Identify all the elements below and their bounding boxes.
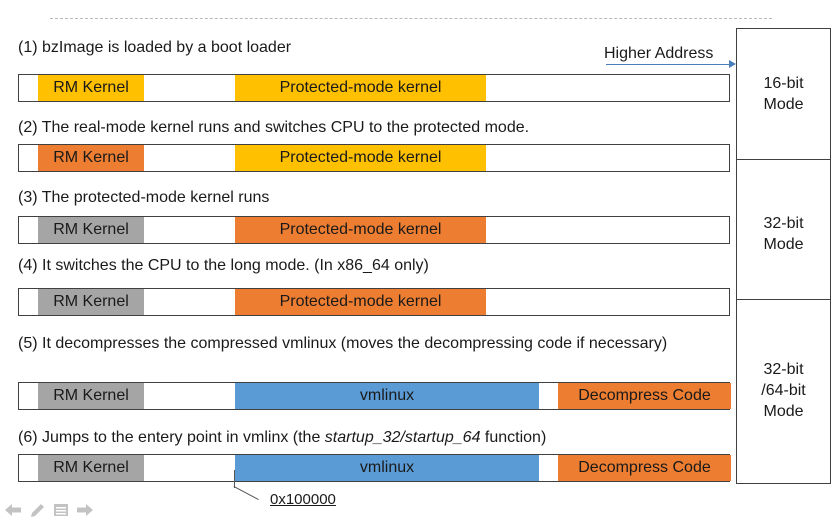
mode-divider [737, 299, 830, 300]
memory-bar-5: RM Kernel vmlinux Decompress Code [18, 382, 731, 410]
mode-32bit-label: 32-bit Mode [737, 213, 830, 255]
menu-icon[interactable] [52, 502, 70, 518]
memory-bar-6: RM Kernel vmlinux Decompress Code [18, 454, 731, 482]
rm-kernel-segment: RM Kernel [38, 289, 144, 315]
address-guide-line [234, 470, 235, 488]
memory-bar-3: RM Kernel Protected-mode kernel [18, 216, 730, 244]
step-5-text: (5) It decompresses the compressed vmlin… [18, 335, 668, 352]
mode-32-64bit-line1: 32-bit [763, 361, 804, 378]
mode-16bit-line2: Mode [763, 96, 804, 113]
rm-kernel-segment: RM Kernel [38, 217, 144, 243]
mode-16bit-line1: 16-bit [763, 75, 804, 92]
memory-bar-1: RM Kernel Protected-mode kernel [18, 74, 730, 102]
protected-mode-kernel-segment: Protected-mode kernel [235, 145, 486, 171]
slide-nav [4, 502, 94, 518]
arrow-right-icon[interactable] [76, 502, 94, 518]
rm-kernel-segment: RM Kernel [38, 75, 144, 101]
step-6-text-post: function) [480, 429, 547, 446]
pencil-icon[interactable] [28, 502, 46, 518]
cpu-mode-column: 16-bit Mode 32-bit Mode 32-bit /64-bit M… [736, 28, 831, 484]
rm-kernel-segment: RM Kernel [38, 383, 144, 409]
memory-bar-4: RM Kernel Protected-mode kernel [18, 288, 730, 316]
address-pointer-line [233, 486, 259, 501]
higher-address-arrow [606, 60, 736, 68]
mode-32-64bit-line2: /64-bit [761, 382, 806, 399]
rm-kernel-segment: RM Kernel [38, 145, 144, 171]
address-label: 0x100000 [270, 491, 336, 508]
decompress-code-segment: Decompress Code [558, 455, 731, 481]
mode-32-64bit-label: 32-bit /64-bit Mode [737, 359, 830, 422]
decompress-code-segment: Decompress Code [558, 383, 731, 409]
mode-32bit-line1: 32-bit [763, 215, 804, 232]
protected-mode-kernel-segment: Protected-mode kernel [235, 217, 486, 243]
step-6-text-pre: (6) Jumps to the entery point in vmlinx … [18, 429, 325, 446]
protected-mode-kernel-segment: Protected-mode kernel [235, 75, 486, 101]
protected-mode-kernel-segment: Protected-mode kernel [235, 289, 486, 315]
top-dashed-divider [50, 18, 772, 19]
arrow-left-icon[interactable] [4, 502, 22, 518]
mode-32-64bit-line3: Mode [763, 403, 804, 420]
step-1-text: (1) bzImage is loaded by a boot loader [18, 39, 292, 56]
vmlinux-segment: vmlinux [235, 383, 539, 409]
mode-divider [737, 159, 830, 160]
vmlinux-segment: vmlinux [235, 455, 539, 481]
rm-kernel-segment: RM Kernel [38, 455, 144, 481]
step-2-text: (2) The real-mode kernel runs and switch… [18, 119, 530, 136]
mode-16bit-label: 16-bit Mode [737, 73, 830, 115]
higher-address-label: Higher Address [604, 45, 714, 62]
memory-bar-2: RM Kernel Protected-mode kernel [18, 144, 730, 172]
mode-32bit-line2: Mode [763, 236, 804, 253]
step-6-function-name: startup_32/startup_64 [324, 429, 481, 446]
step-4-text: (4) It switches the CPU to the long mode… [18, 257, 429, 274]
step-6-text: (6) Jumps to the entery point in vmlinx … [18, 428, 546, 448]
step-3-text: (3) The protected-mode kernel runs [18, 189, 270, 206]
